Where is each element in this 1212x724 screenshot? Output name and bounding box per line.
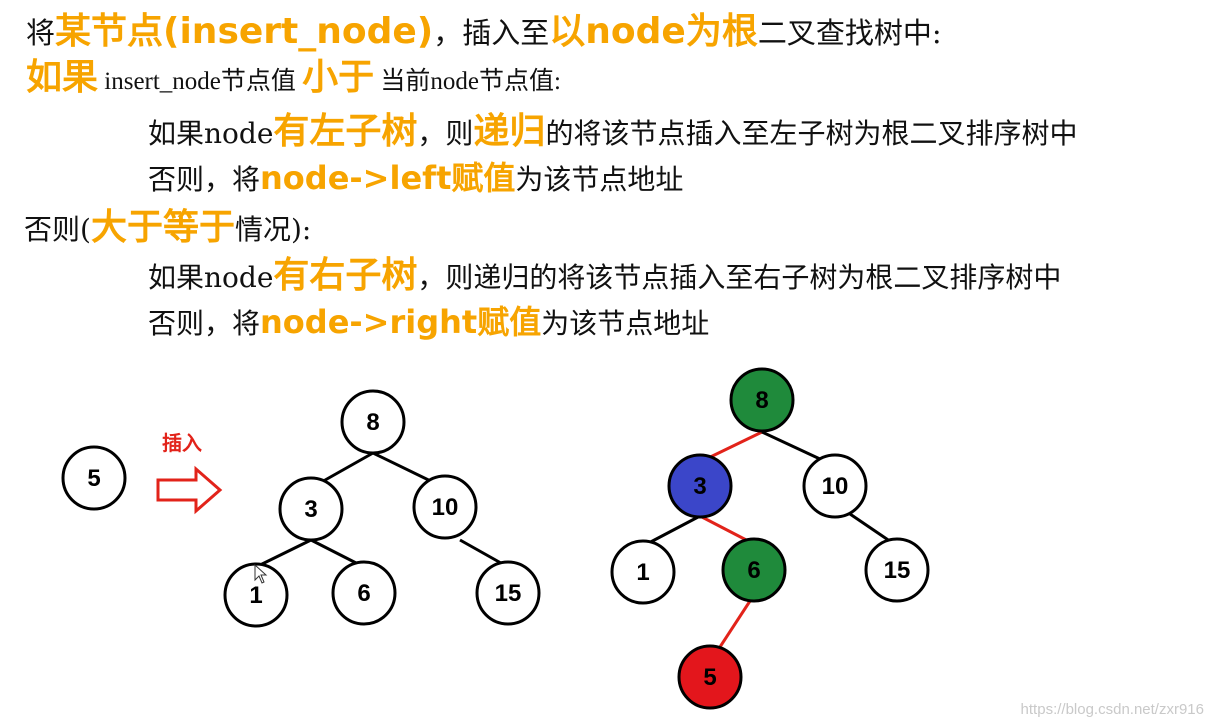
rule-line-3: 如果node有左子树，则递归的将该节点插入至左子树为根二叉排序树中 xyxy=(148,114,1077,150)
highlight-segment: 大于等于 xyxy=(90,207,235,248)
node-label: 6 xyxy=(357,580,370,607)
text-segment: 情况): xyxy=(234,213,312,246)
text-segment: ，则递归的将该节点插入至右子树为根二叉排序树中 xyxy=(417,261,1062,294)
text-segment: 当前node节点值: xyxy=(374,68,561,95)
mouse-cursor-icon xyxy=(254,563,268,584)
node-label: 1 xyxy=(249,582,262,609)
before-tree-node-6: 6 xyxy=(331,560,397,626)
highlight-segment: 有右子树 xyxy=(273,255,418,296)
text-segment: 如果node xyxy=(148,117,274,150)
rule-line-6: 如果node有右子树，则递归的将该节点插入至右子树为根二叉排序树中 xyxy=(148,258,1061,294)
node-label: 10 xyxy=(432,494,459,521)
rule-line-5: 否则(大于等于情况): xyxy=(24,210,311,246)
rule-line-1: 将某节点(insert_node)，插入至以node为根二叉查找树中: xyxy=(26,14,942,50)
node-label: 10 xyxy=(822,473,849,500)
text-segment: 的将该节点插入至左子树为根二叉排序树中 xyxy=(545,117,1078,150)
node-label: 3 xyxy=(693,473,706,500)
before-tree-node-15: 15 xyxy=(475,560,541,626)
after-tree-node-1: 1 xyxy=(610,539,676,605)
node-label: 1 xyxy=(636,559,649,586)
insert-label: 插入 xyxy=(162,431,202,455)
rule-line-2: 如果 insert_node节点值 小于 当前node节点值: xyxy=(26,60,561,96)
after-tree-node-5-inserted: 5 xyxy=(677,644,743,710)
path-edge xyxy=(716,600,752,651)
watermark: https://blog.csdn.net/zxr916 xyxy=(1020,701,1204,718)
text-segment: 为该节点地址 xyxy=(515,163,684,196)
after-tree-node-15: 15 xyxy=(864,537,930,603)
edge xyxy=(255,538,312,569)
highlight-segment: 递归 xyxy=(473,111,546,152)
node-label: 15 xyxy=(884,557,911,584)
text-segment: 否则，将 xyxy=(148,307,261,340)
text-segment: ，插入至 xyxy=(433,16,550,50)
highlight-segment: 如果 xyxy=(26,57,99,98)
node-label: 5 xyxy=(703,664,716,691)
new-node: 5 xyxy=(61,445,127,511)
before-tree-node-8: 8 xyxy=(340,389,406,455)
node-label: 6 xyxy=(747,557,760,584)
text-segment: 如果node xyxy=(148,261,274,294)
after-tree-node-8: 8 xyxy=(729,367,795,433)
text-segment: ，则 xyxy=(417,117,474,150)
highlight-segment: 以node为根 xyxy=(549,11,758,52)
before-tree-node-1: 1 xyxy=(223,562,289,628)
highlight-segment: 某节点(insert_node) xyxy=(55,11,434,52)
rule-line-7: 否则，将node->right赋值为该节点地址 xyxy=(148,306,709,338)
node-label: 8 xyxy=(366,409,379,436)
right-arrow-icon xyxy=(156,465,223,515)
node-label: 3 xyxy=(304,496,317,523)
highlight-segment: 小于 xyxy=(302,57,375,98)
node-label: 15 xyxy=(495,580,522,607)
text-segment: 二叉查找树中: xyxy=(757,16,942,50)
text-segment: 否则( xyxy=(24,213,91,246)
text-segment: insert_node节点值 xyxy=(98,68,303,95)
node-label: 8 xyxy=(755,387,768,414)
new-node-label: 5 xyxy=(87,465,100,492)
highlight-segment: 有左子树 xyxy=(273,111,418,152)
rule-line-4: 否则，将node->left赋值为该节点地址 xyxy=(148,162,683,194)
before-tree-node-3: 3 xyxy=(278,476,344,542)
after-tree-node-6: 6 xyxy=(721,537,787,603)
text-segment: 否则，将 xyxy=(148,163,261,196)
before-tree-node-10: 10 xyxy=(412,474,478,540)
after-tree-node-3: 3 xyxy=(667,453,733,519)
highlight-segment: node->right赋值 xyxy=(260,303,542,341)
text-segment: 将 xyxy=(26,16,56,50)
highlight-segment: node->left赋值 xyxy=(260,159,516,197)
text-segment: 为该节点地址 xyxy=(541,307,710,340)
after-tree-node-10: 10 xyxy=(802,453,868,519)
